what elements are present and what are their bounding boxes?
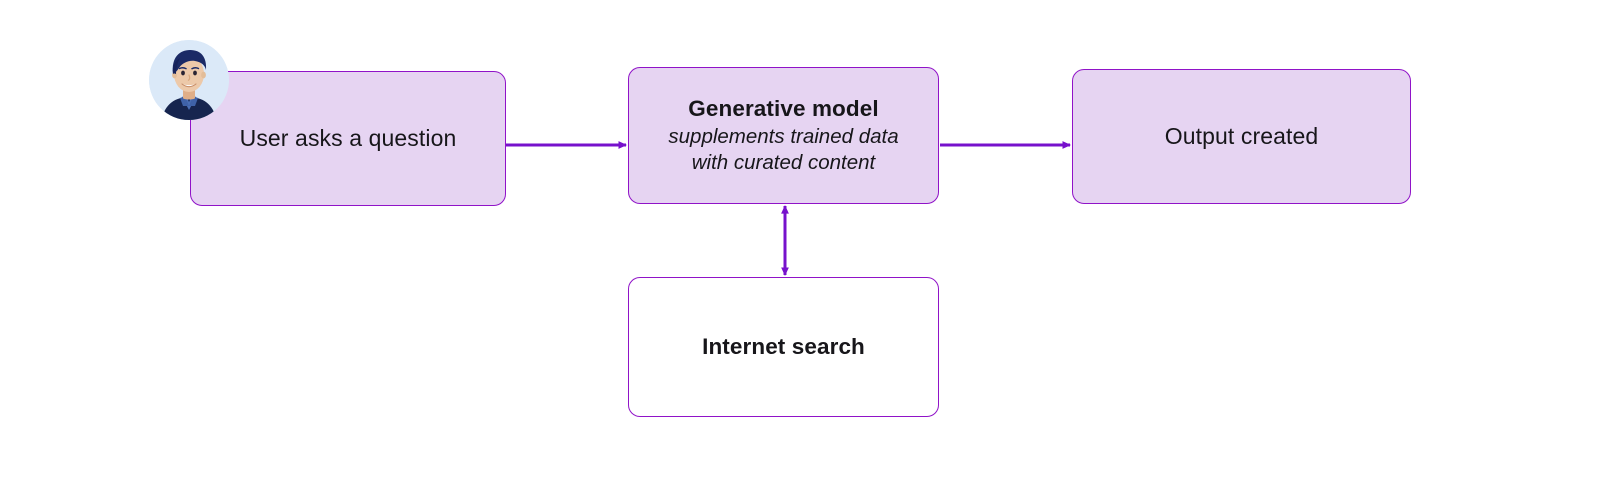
node-subtitle-line-2: with curated content: [691, 151, 876, 175]
node-subtitle-line-1: supplements trained data: [668, 124, 899, 148]
node-output-created[interactable]: Output created: [1072, 69, 1411, 204]
node-title: User asks a question: [239, 125, 457, 152]
node-internet-search[interactable]: Internet search: [628, 277, 939, 417]
node-generative-model[interactable]: Generative model supplements trained dat…: [628, 67, 939, 204]
user-avatar: [149, 40, 229, 120]
node-user-asks-a-question[interactable]: User asks a question: [190, 71, 506, 206]
node-title: Output created: [1164, 123, 1319, 150]
node-title: Generative model: [688, 95, 879, 121]
node-title: Internet search: [702, 334, 865, 360]
